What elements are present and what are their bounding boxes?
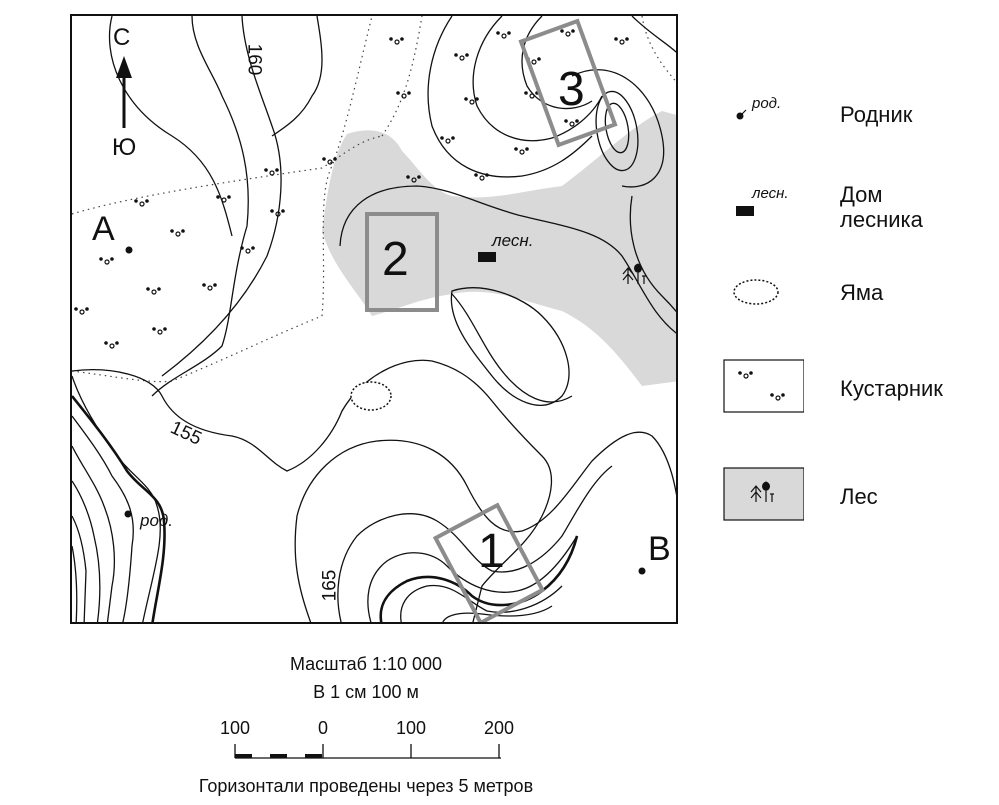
point-a-dot	[125, 246, 133, 254]
forester-house-label: лесн.	[492, 231, 534, 250]
scale-title: Масштаб 1:10 000	[289, 654, 443, 674]
point-a-label: А	[92, 210, 115, 248]
square-3-label: 3	[558, 63, 585, 116]
square-1-label: 1	[478, 525, 505, 578]
legend-item-shrub: Кустарник	[720, 358, 990, 414]
legend-item-pit: Яма	[720, 274, 990, 314]
legend-forest-label: Лес	[840, 484, 878, 509]
scale-tick-label-100-right: 100	[395, 718, 427, 738]
pit-icon	[733, 279, 779, 305]
south-label: Ю	[112, 134, 137, 161]
spring-label: род.	[140, 511, 174, 530]
point-b-dot	[638, 567, 646, 575]
north-arrow	[116, 56, 132, 128]
contour-interval-note: Горизонтали проведены через 5 метров	[198, 776, 534, 796]
scale-tick-label-100-left: 100	[219, 718, 251, 738]
forest-area	[322, 111, 676, 386]
legend-forester-symbol-text: лесн.	[752, 185, 789, 202]
spring-icon	[736, 109, 747, 120]
map-drawing	[72, 16, 676, 622]
square-1-frame	[432, 502, 546, 622]
legend-item-spring: род. Родник	[720, 92, 990, 132]
forester-house-symbol	[478, 252, 496, 262]
legend-spring-label: Родник	[840, 102, 913, 127]
legend-spring-symbol-text: род.	[752, 95, 782, 112]
legend-item-forester-house: лесн. Дом лесника	[720, 178, 990, 238]
scale-subtitle: В 1 см 100 м	[313, 682, 419, 702]
square-2-label: 2	[382, 233, 409, 286]
legend-shrub-label: Кустарник	[840, 376, 943, 401]
scale-bar	[234, 744, 501, 759]
point-b-label: В	[648, 530, 671, 568]
contour-label-160: 160	[243, 43, 265, 76]
pit-symbol	[350, 381, 392, 411]
square-3-frame	[518, 18, 618, 148]
scale-tick-label-0: 0	[317, 718, 328, 738]
forest-icon	[723, 467, 804, 521]
legend-forester-label: Дом лесника	[840, 182, 923, 233]
scale-tick-label-200: 200	[483, 718, 515, 738]
legend-pit-label: Яма	[840, 280, 884, 305]
shrub-icon	[723, 359, 804, 413]
contour-label-165: 165	[319, 569, 341, 602]
forester-house-icon	[736, 206, 754, 216]
spring-dot	[124, 510, 132, 518]
square-2-frame	[365, 212, 439, 312]
legend-item-forest: Лес	[720, 466, 990, 522]
forest-symbol	[622, 263, 646, 284]
topographic-map: С Ю А В 160 155 165 род. лесн. 2 1 3	[70, 14, 678, 624]
north-label: С	[113, 24, 131, 51]
